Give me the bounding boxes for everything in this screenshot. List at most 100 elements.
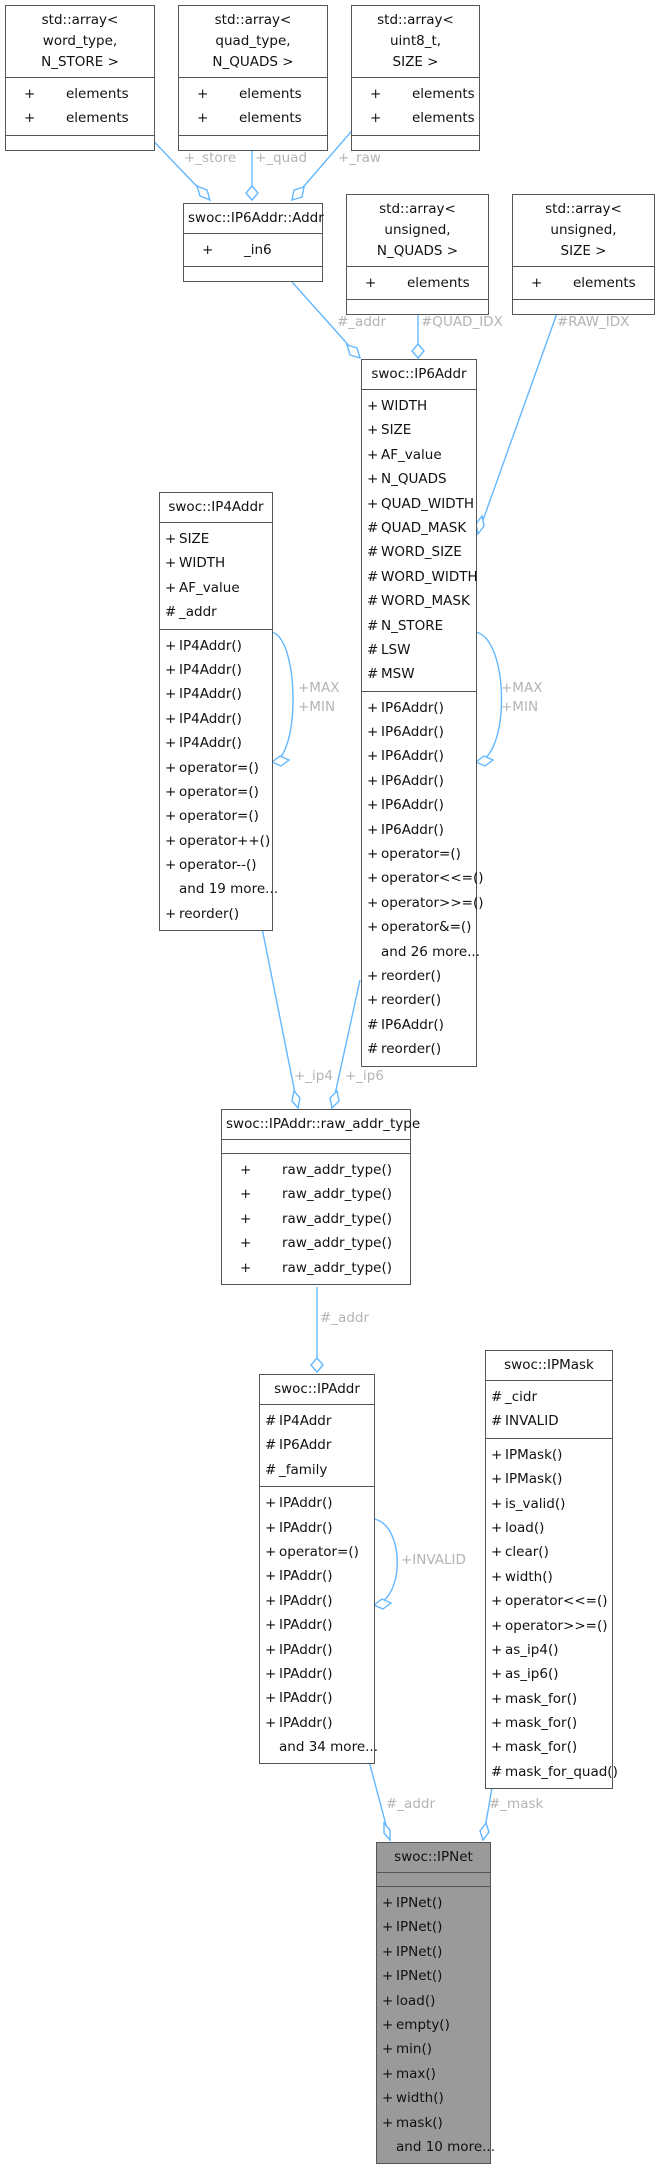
class-attribute[interactable]: #IP6Addr <box>260 1433 374 1457</box>
class-operation[interactable]: +IPNet() <box>377 1891 490 1915</box>
class-operation[interactable]: +operator=() <box>160 804 272 828</box>
class-attribute[interactable]: #_cidr <box>486 1385 612 1409</box>
class-operation[interactable]: +clear() <box>486 1540 612 1564</box>
class-operation[interactable]: +IPAddr() <box>260 1564 374 1588</box>
class-operation[interactable]: and 10 more... <box>377 2135 495 2159</box>
class-operation[interactable]: +IPAddr() <box>260 1711 374 1735</box>
class-operation[interactable]: +operator&=() <box>362 915 476 939</box>
class-operation[interactable]: +IP4Addr() <box>160 634 272 658</box>
class-operation[interactable]: +IPNet() <box>377 1964 490 1988</box>
class-attribute[interactable]: #IP4Addr <box>260 1409 374 1433</box>
class-operation[interactable]: +IP4Addr() <box>160 658 272 682</box>
class-operation[interactable]: +reorder() <box>362 988 476 1012</box>
class-operation[interactable]: +operator<<=() <box>486 1589 612 1613</box>
class-attribute[interactable]: +SIZE <box>160 527 272 551</box>
class-operation[interactable]: +width() <box>486 1565 612 1589</box>
class-operation[interactable]: +IPMask() <box>486 1443 612 1467</box>
class-attribute[interactable]: #WORD_MASK <box>362 589 476 613</box>
class-operation[interactable]: +max() <box>377 2062 490 2086</box>
class-operation[interactable]: +as_ip6() <box>486 1662 612 1686</box>
class-ipnet[interactable]: swoc::IPNet+IPNet()+IPNet()+IPNet()+IPNe… <box>376 1842 495 2165</box>
class-operation[interactable]: +as_ip4() <box>486 1638 612 1662</box>
class-operation[interactable]: +operator>>=() <box>486 1614 612 1638</box>
class-operation[interactable]: and 26 more... <box>362 940 480 964</box>
class-operation[interactable]: +IP6Addr() <box>362 793 476 817</box>
class-attribute[interactable]: #WORD_WIDTH <box>362 565 478 589</box>
class-operation[interactable]: +mask_for() <box>486 1711 612 1735</box>
class-operation[interactable]: +width() <box>377 2086 490 2110</box>
class-operation[interactable]: +min() <box>377 2037 490 2061</box>
class-operation[interactable]: +IPAddr() <box>260 1662 374 1686</box>
class-operation[interactable]: +load() <box>377 1989 490 2013</box>
class-operation[interactable]: +raw_addr_type() <box>222 1256 410 1280</box>
class-attribute[interactable]: +elements <box>352 106 479 130</box>
class-attribute[interactable]: +elements <box>347 271 488 295</box>
class-operation[interactable]: +operator=() <box>160 756 272 780</box>
class-operation[interactable]: +operator>>=() <box>362 891 484 915</box>
class-operation[interactable]: +operator++() <box>160 829 272 853</box>
class-attribute[interactable]: #WORD_SIZE <box>362 540 476 564</box>
class-operation[interactable]: +operator=() <box>260 1540 374 1564</box>
class-operation[interactable]: +IP4Addr() <box>160 707 272 731</box>
class-operation[interactable]: +IP6Addr() <box>362 696 476 720</box>
class-operation[interactable]: +IPAddr() <box>260 1613 374 1637</box>
class-operation[interactable]: +IPNet() <box>377 1915 490 1939</box>
class-attribute[interactable]: +WIDTH <box>160 551 272 575</box>
class-operation[interactable]: +raw_addr_type() <box>222 1207 410 1231</box>
class-std-array-unsigned-size[interactable]: std::array< unsigned,SIZE >+elements <box>512 194 655 316</box>
class-operation[interactable]: and 34 more... <box>260 1735 378 1759</box>
class-attribute[interactable]: +elements <box>352 82 479 106</box>
class-attribute[interactable]: +elements <box>179 106 327 130</box>
class-attribute[interactable]: +_in6 <box>184 238 322 262</box>
class-attribute[interactable]: +elements <box>6 82 154 106</box>
class-operation[interactable]: +IPAddr() <box>260 1686 374 1710</box>
class-operation[interactable]: +operator--() <box>160 853 272 877</box>
class-operation[interactable]: +load() <box>486 1516 612 1540</box>
class-attribute[interactable]: +SIZE <box>362 418 476 442</box>
class-attribute[interactable]: #QUAD_MASK <box>362 516 476 540</box>
class-operation[interactable]: +IP4Addr() <box>160 682 272 706</box>
class-operation[interactable]: #IP6Addr() <box>362 1013 476 1037</box>
class-operation[interactable]: +IPAddr() <box>260 1516 374 1540</box>
class-operation[interactable]: +mask() <box>377 2111 490 2135</box>
class-operation[interactable]: +IPAddr() <box>260 1491 374 1515</box>
class-ipaddr[interactable]: swoc::IPAddr#IP4Addr#IP6Addr#_family+IPA… <box>259 1374 378 1765</box>
class-operation[interactable]: +reorder() <box>362 964 476 988</box>
class-operation[interactable]: +IP6Addr() <box>362 769 476 793</box>
class-attribute[interactable]: #_addr <box>160 600 272 624</box>
class-operation[interactable]: +is_valid() <box>486 1492 612 1516</box>
class-operation[interactable]: +operator=() <box>362 842 476 866</box>
class-std-array-unsigned-nquads[interactable]: std::array< unsigned,N_QUADS >+elements <box>346 194 489 316</box>
class-operation[interactable]: +IP6Addr() <box>362 744 476 768</box>
class-ip6addr-addr[interactable]: swoc::IP6Addr::Addr+_in6 <box>183 203 324 283</box>
class-std-array-quad-type[interactable]: std::array< quad_type,N_QUADS >+elements… <box>178 5 328 151</box>
class-attribute[interactable]: #LSW <box>362 638 476 662</box>
class-attribute[interactable]: +QUAD_WIDTH <box>362 492 476 516</box>
class-operation[interactable]: +mask_for() <box>486 1687 612 1711</box>
class-operation[interactable]: +IPAddr() <box>260 1638 374 1662</box>
class-attribute[interactable]: +AF_value <box>160 576 272 600</box>
class-attribute[interactable]: +elements <box>513 271 654 295</box>
class-ip6addr[interactable]: swoc::IP6Addr+WIDTH+SIZE+AF_value+N_QUAD… <box>361 359 484 1067</box>
class-operation[interactable]: +raw_addr_type() <box>222 1231 410 1255</box>
class-operation[interactable]: +reorder() <box>160 902 272 926</box>
class-attribute[interactable]: +elements <box>6 106 154 130</box>
class-operation[interactable]: +IP4Addr() <box>160 731 272 755</box>
class-ip4addr[interactable]: swoc::IP4Addr+SIZE+WIDTH+AF_value#_addr+… <box>159 492 278 932</box>
class-attribute[interactable]: +elements <box>179 82 327 106</box>
class-ipmask[interactable]: swoc::IPMask#_cidr#INVALID+IPMask()+IPMa… <box>485 1350 618 1790</box>
class-attribute[interactable]: #MSW <box>362 662 476 686</box>
class-attribute[interactable]: +N_QUADS <box>362 467 476 491</box>
class-operation[interactable]: +empty() <box>377 2013 490 2037</box>
class-operation[interactable]: +mask_for() <box>486 1735 612 1759</box>
class-std-array-uint8[interactable]: std::array< uint8_t,SIZE >+elements+elem… <box>351 5 480 151</box>
class-ipaddr-raw-addr-type[interactable]: swoc::IPAddr::raw_addr_type+raw_addr_typ… <box>221 1109 420 1285</box>
class-operation[interactable]: +IPNet() <box>377 1940 490 1964</box>
class-operation[interactable]: +IP6Addr() <box>362 818 476 842</box>
class-operation[interactable]: +operator<<=() <box>362 866 484 890</box>
class-attribute[interactable]: +WIDTH <box>362 394 476 418</box>
class-std-array-word-type[interactable]: std::array< word_type,N_STORE >+elements… <box>5 5 155 151</box>
class-attribute[interactable]: +AF_value <box>362 443 476 467</box>
class-operation[interactable]: +operator=() <box>160 780 272 804</box>
class-operation[interactable]: #mask_for_quad() <box>486 1760 618 1784</box>
